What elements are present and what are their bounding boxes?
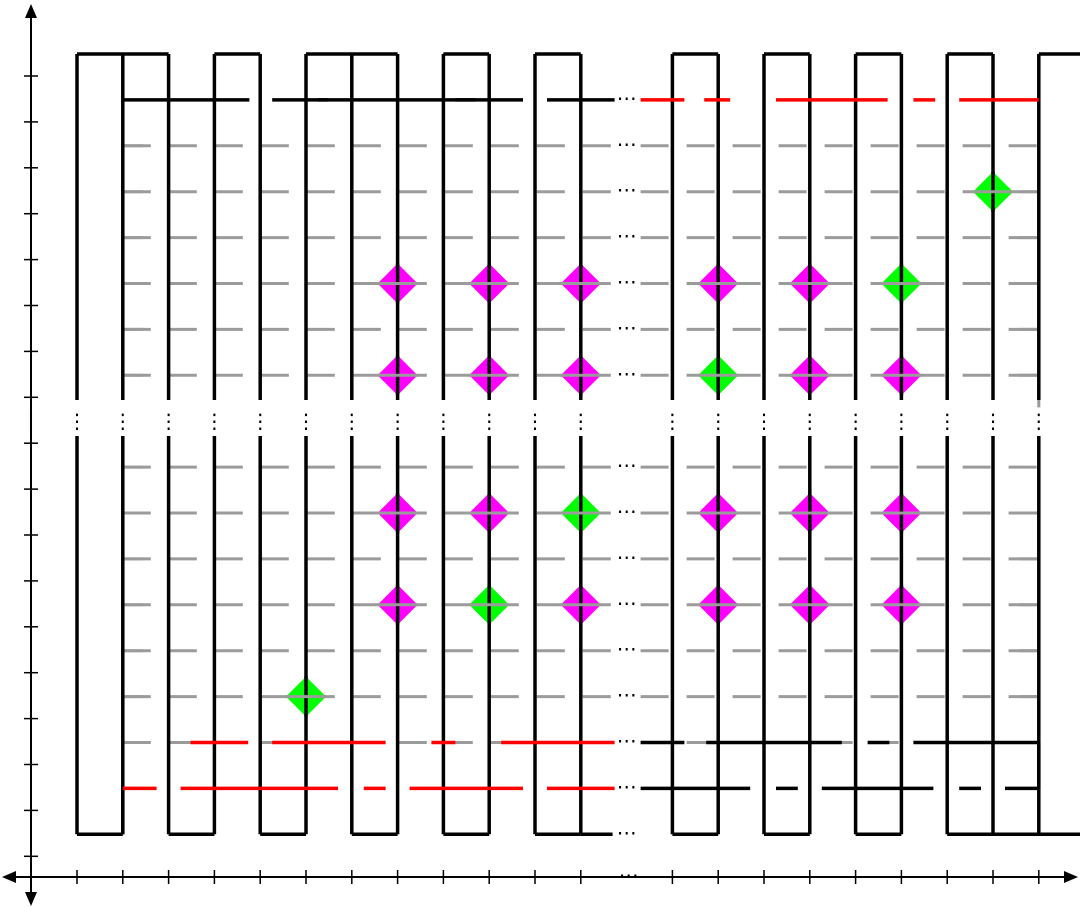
vertical-ellipsis: ⋮ [342, 409, 362, 433]
gray-bracket-left [121, 236, 143, 285]
gray-bracket-left [121, 327, 143, 377]
vertical-ellipsis: ⋮ [708, 409, 728, 433]
y-axis-ellipsis: ⋮ [21, 409, 41, 433]
row-ellipsis: ⋯ [617, 178, 637, 202]
gray-bracket-left [121, 144, 143, 194]
vertical-ellipsis: ⋮ [891, 409, 911, 433]
vertical-ellipsis: ⋮ [754, 409, 774, 433]
y-axis-arrow-down [25, 892, 37, 906]
x-axis-arrow-right [1064, 871, 1078, 883]
vertical-ellipsis: ⋮ [113, 409, 133, 433]
row-ellipsis: ⋯ [617, 820, 637, 844]
x-axis-ellipsis: ⋯ [619, 863, 639, 887]
vertical-ellipsis: ⋮ [662, 409, 682, 433]
black-row-lower-corner [1005, 742, 1041, 791]
row-ellipsis: ⋯ [617, 270, 637, 294]
vertical-ellipsis: ⋮ [1029, 409, 1049, 433]
black-path [75, 52, 1080, 837]
row-ellipsis: ⋯ [617, 499, 637, 523]
row-ellipsis: ⋯ [617, 637, 637, 661]
vertical-ellipsis: ⋮ [250, 409, 270, 433]
gray-bracket-left [121, 465, 143, 515]
vertical-ellipsis: ⋮ [296, 409, 316, 433]
vertical-ellipsis: ⋮ [937, 409, 957, 433]
gray-bracket-left [121, 741, 143, 790]
row-ellipsis: ⋯ [617, 361, 637, 385]
row-ellipsis: ⋯ [617, 453, 637, 477]
row-ellipsis: ⋯ [617, 224, 637, 248]
vertical-ellipsis: ⋮ [983, 409, 1003, 433]
red-lines [122, 98, 1039, 791]
vertical-ellipsis: ⋮ [67, 409, 87, 433]
vertical-ellipsis: ⋮ [525, 409, 545, 433]
vertical-ellipsis: ⋮ [800, 409, 820, 433]
gray-bracket-left [121, 649, 143, 699]
vertical-ellipsis: ⋮ [433, 409, 453, 433]
markers [286, 171, 1013, 717]
row-ellipsis: ⋯ [617, 545, 637, 569]
gray-bracket-right [1018, 511, 1041, 561]
row-ellipsis: ⋯ [617, 86, 637, 110]
gray-bracket-right [1018, 282, 1041, 331]
y-axis-arrow-up [25, 4, 37, 18]
gray-rungs [121, 144, 1041, 790]
vertical-ellipsis: ⋮ [846, 409, 866, 433]
vertical-ellipsis: ⋮ [388, 409, 408, 433]
row-ellipsis: ⋯ [617, 591, 637, 615]
vertical-ellipsis: ⋮ [204, 409, 224, 433]
vertical-ellipsis: ⋮ [159, 409, 179, 433]
row-ellipsis: ⋯ [617, 774, 637, 798]
vertical-ellipsis: ⋮ [571, 409, 591, 433]
gray-bracket-left [121, 557, 143, 607]
row-ellipsis: ⋯ [617, 315, 637, 339]
gray-bracket-right [1018, 603, 1041, 653]
gray-bracket-right [1018, 190, 1041, 240]
gray-bracket-right [1018, 695, 1041, 744]
row-ellipsis: ⋯ [617, 132, 637, 156]
x-axis-arrow-left [2, 871, 16, 883]
row-ellipsis: ⋯ [617, 683, 637, 707]
ellipses: ⋯ ⋮ ⋮ ⋮ ⋮ ⋮ ⋮ ⋮ ⋮ ⋮ ⋮ ⋮ ⋮ ⋮ ⋮ ⋮ ⋮ ⋮ ⋮ ⋮ ⋮ ⋮ ⋮ ⋯ ⋯ ⋯ ⋯ ⋯ ⋯ ⋯ ⋯ ⋯ ⋯ ⋯ ⋯ ⋯ ⋯ ⋯ ⋯ [21, 86, 1049, 887]
gray-bracket-right [1018, 373, 1041, 408]
row-ellipsis: ⋯ [617, 729, 637, 753]
axes [2, 4, 1078, 906]
vertical-ellipsis: ⋮ [479, 409, 499, 433]
